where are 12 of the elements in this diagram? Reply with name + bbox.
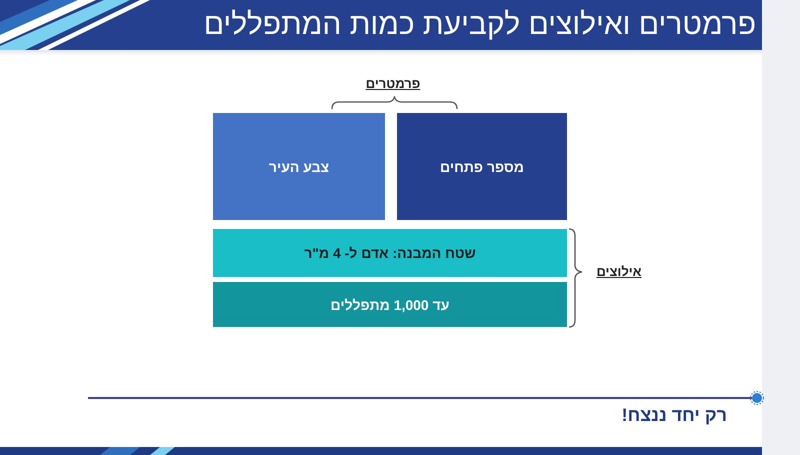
parameter-box [213, 113, 385, 220]
box-label: מספר פתחים [440, 158, 524, 174]
parameter-box [397, 113, 567, 220]
group-label: פרמטרים [366, 76, 420, 92]
constraint-bar [213, 282, 567, 327]
slogan-text: רק יחד ננצח! [622, 404, 727, 426]
box-label: צבע העיר [268, 158, 330, 174]
group-label: אילוצים [596, 264, 642, 280]
slide-title: פרמטרים ואילוצים לקביעת כמות המתפללים [204, 8, 756, 42]
box-label: עד 1,000 מתפללים [330, 296, 450, 312]
box-label: שטח המבנה: אדם ל- 4 מ"ר [304, 245, 476, 261]
constraint-bar [213, 229, 567, 277]
